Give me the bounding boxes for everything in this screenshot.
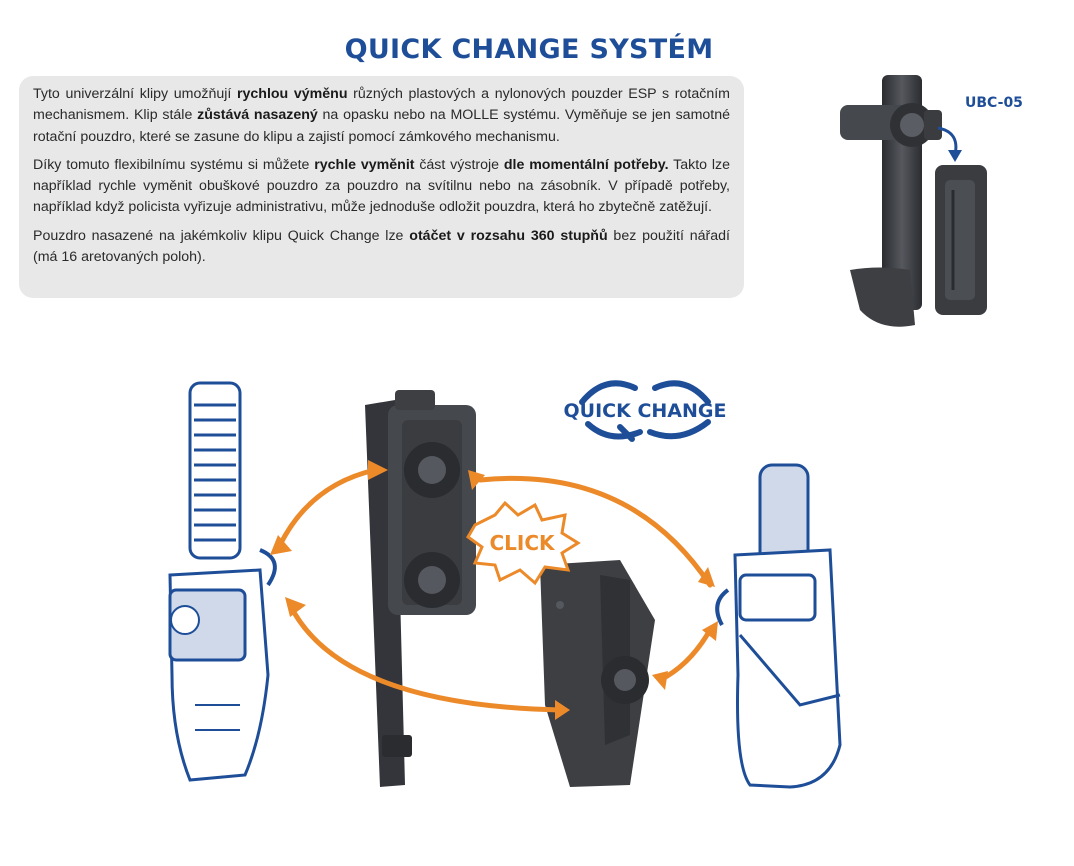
text-run: bez použití nářadí (má 16 aretovaných po… bbox=[33, 227, 730, 266]
text-run: různých plastových a nylonových pouzder … bbox=[33, 86, 730, 124]
bold-text: otáčet v rozsahu 360 stupňů bbox=[409, 227, 608, 244]
text-run: Pouzdro nasazené na jakémkoliv klipu Qui… bbox=[33, 227, 410, 244]
page-title: QUICK CHANGE SYSTÉM bbox=[344, 34, 714, 65]
quick-change-logo-icon: QUICK CHANGE bbox=[564, 380, 727, 442]
text-run: Tyto univerzální klipy umožňují bbox=[33, 86, 237, 102]
text-run: na opasku nebo na MOLLE systému. Vyměňuj… bbox=[33, 107, 730, 145]
click-starburst-icon: CLICK bbox=[466, 500, 581, 586]
main-illustration: CLICK bbox=[168, 381, 842, 789]
flashlight-illustration-icon bbox=[715, 463, 842, 789]
paragraph: Tyto univerzální klipy umožňují rychlou … bbox=[33, 84, 730, 148]
text-run: Díky tomuto flexibilnímu systému si může… bbox=[33, 156, 315, 173]
paragraph: Pouzdro nasazené na jakémkoliv klipu Qui… bbox=[33, 226, 730, 269]
product-code: UBC-05 bbox=[965, 95, 1023, 111]
bold-text: rychlou výměnu bbox=[236, 86, 348, 102]
description-box: Tyto univerzální klipy umožňují rychlou … bbox=[19, 76, 744, 298]
text-run: Takto lze například rychle vyměnit obušk… bbox=[33, 156, 730, 216]
bold-text: dle momentální potřeby. bbox=[503, 156, 669, 173]
clip-illustration-icon bbox=[365, 390, 476, 787]
bold-text: zůstává nasazený bbox=[197, 107, 318, 124]
click-text: CLICK bbox=[489, 531, 556, 555]
bold-text: rychle vyměnit bbox=[314, 156, 415, 173]
clip-photo-icon bbox=[840, 75, 987, 327]
baton-illustration-icon bbox=[168, 381, 277, 782]
holster-illustration-icon bbox=[540, 560, 655, 787]
paragraph: Díky tomuto flexibilnímu systému si může… bbox=[33, 155, 730, 219]
logo-text: QUICK CHANGE bbox=[564, 400, 727, 422]
text-run: část výstroje bbox=[414, 156, 504, 173]
